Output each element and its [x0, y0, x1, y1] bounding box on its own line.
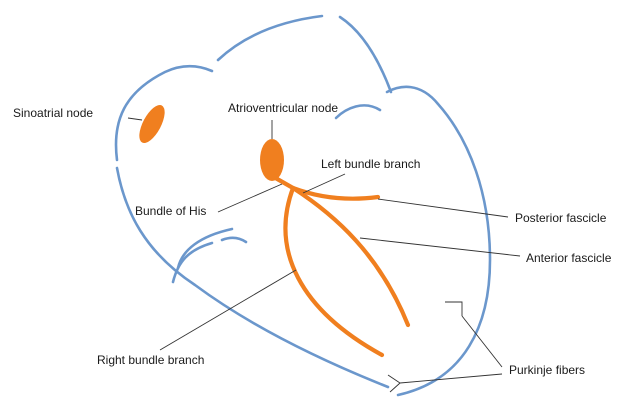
- leader-left-bundle: [302, 173, 346, 194]
- septum-notch-outline-3: [176, 227, 234, 270]
- leader-purkinje-lower: [399, 373, 503, 384]
- septum-notch-outline: [171, 241, 214, 284]
- posterior-fascicle: [290, 185, 381, 201]
- label-anterior-fascicle: Anterior fascicle: [526, 251, 612, 265]
- septum-notch-outline-2: [220, 236, 248, 244]
- left-atrium-outline: [216, 14, 324, 62]
- label-posterior-fascicle: Posterior fascicle: [515, 211, 607, 225]
- heart-left-border: [115, 166, 390, 389]
- leader-bundle-of-his: [217, 183, 283, 213]
- heart-outline: [114, 14, 492, 397]
- purkinje-mark-lower: [387, 374, 401, 393]
- right-atrium-outline: [114, 64, 214, 162]
- leader-lines: [127, 117, 521, 384]
- bundle-of-his: [269, 173, 296, 191]
- atrioventricular-node: [260, 139, 284, 181]
- left-bundle-main: [290, 185, 411, 328]
- leader-posterior: [377, 198, 509, 218]
- label-purkinje-fibers: Purkinje fibers: [509, 363, 586, 377]
- conduction-system: [139, 104, 411, 358]
- leader-sinoatrial: [127, 117, 143, 121]
- purkinje-mark-upper: [445, 301, 463, 316]
- right-bundle-branch-fiber: [283, 185, 385, 358]
- label-bundle-of-his: Bundle of His: [135, 204, 207, 218]
- label-right-bundle-branch: Right bundle branch: [97, 353, 205, 367]
- sinoatrial-node: [139, 104, 165, 144]
- leader-anterior: [359, 237, 521, 257]
- left-atrium-upper-outline: [338, 15, 393, 94]
- leader-purkinje-upper: [461, 315, 503, 368]
- leader-right-bundle: [159, 269, 297, 351]
- label-left-bundle-branch: Left bundle branch: [321, 157, 421, 171]
- label-sinoatrial-node: Sinoatrial node: [13, 106, 94, 120]
- label-atrioventricular-node: Atrioventricular node: [228, 101, 339, 115]
- heart-right-border: [385, 85, 492, 397]
- left-ventricle-inner-outline: [334, 104, 382, 120]
